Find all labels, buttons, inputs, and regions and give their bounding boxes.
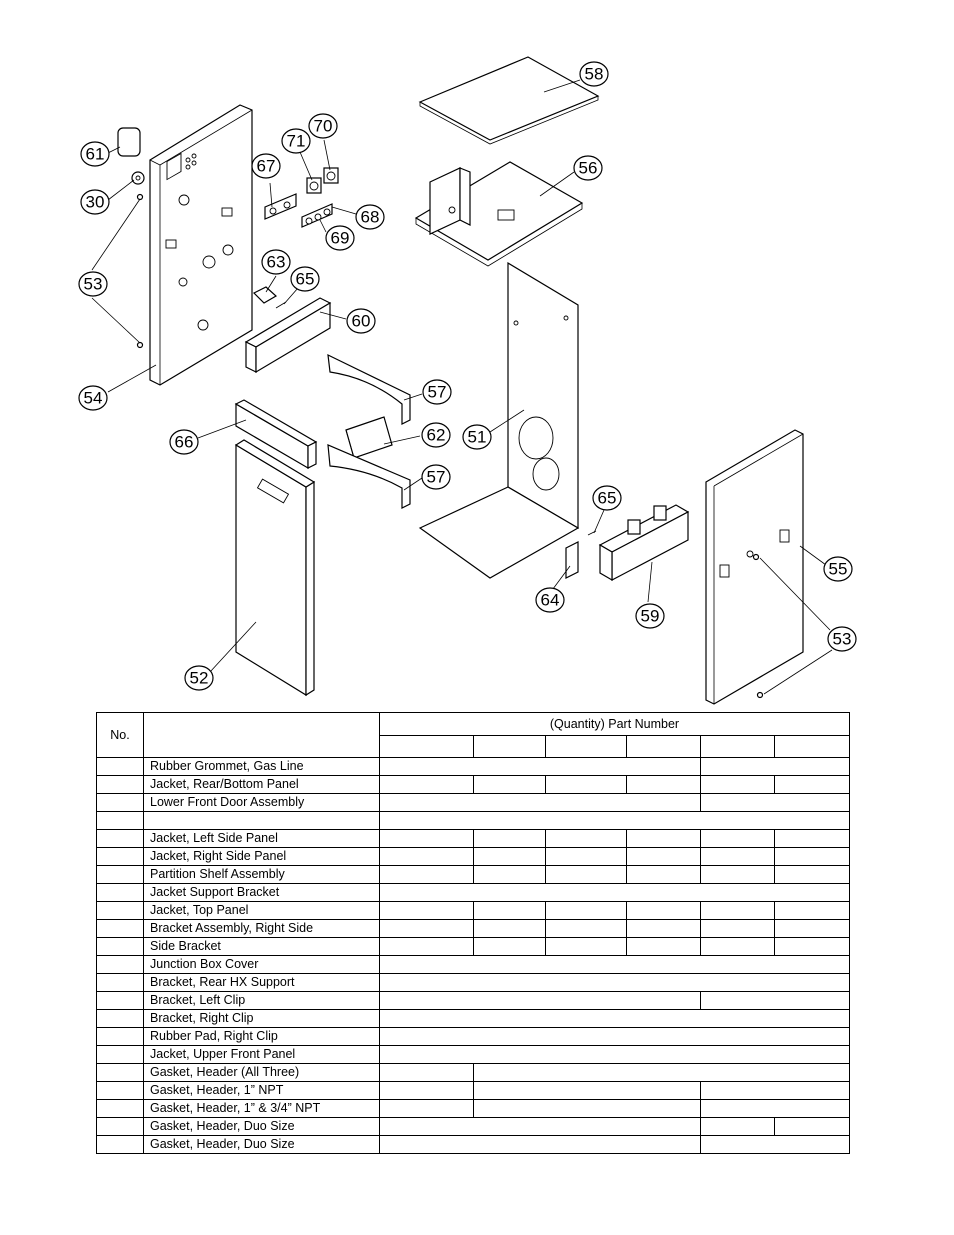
- svg-text:58: 58: [585, 65, 604, 84]
- part-66-upper-front-panel: [234, 399, 318, 470]
- callout-56: 56: [573, 155, 603, 181]
- part-54-rear-panel: [149, 104, 253, 386]
- svg-text:63: 63: [267, 253, 286, 272]
- svg-text:30: 30: [86, 193, 105, 212]
- svg-text:66: 66: [175, 433, 194, 452]
- table-row: Bracket, Right Clip: [96, 1009, 850, 1028]
- svg-text:62: 62: [427, 426, 446, 445]
- table-header-row: No. (Quantity) Part Number: [96, 712, 850, 758]
- part-55-right-side-panel: [705, 429, 804, 705]
- svg-text:71: 71: [287, 132, 306, 151]
- table-row: Partition Shelf Assembly: [96, 865, 850, 884]
- table-row: Jacket, Left Side Panel: [96, 829, 850, 848]
- svg-text:51: 51: [468, 428, 487, 447]
- callout-53-right: 53: [827, 626, 857, 652]
- svg-text:60: 60: [352, 312, 371, 331]
- table-row: Rubber Pad, Right Clip: [96, 1027, 850, 1046]
- table-row: Junction Box Cover: [96, 955, 850, 974]
- callout-57-lower: 57: [421, 464, 451, 490]
- exploded-parts-diagram: 61 30 53 54 67 71 70 68 69 63 65 60 57 6…: [78, 56, 857, 705]
- table-row: Bracket Assembly, Right Side: [96, 919, 850, 938]
- table-row: Jacket, Rear/Bottom Panel: [96, 775, 850, 794]
- gaskets-group: [264, 167, 339, 228]
- table-subheader-row: [97, 735, 850, 758]
- callout-54: 54: [78, 385, 108, 411]
- header-quantity-part-number: (Quantity) Part Number: [379, 712, 850, 736]
- svg-text:70: 70: [314, 117, 333, 136]
- part-57-clip-lower: [327, 444, 411, 509]
- callout-69: 69: [325, 225, 355, 251]
- part-62-junction-box-cover: [345, 416, 393, 459]
- svg-text:52: 52: [190, 669, 209, 688]
- part-59-bracket-assembly-right: [598, 504, 690, 582]
- svg-text:53: 53: [833, 630, 852, 649]
- callout-60: 60: [346, 308, 376, 334]
- table-row: Gasket, Header, Duo Size: [96, 1135, 850, 1154]
- svg-text:53: 53: [84, 275, 103, 294]
- callout-58: 58: [579, 61, 609, 87]
- svg-text:69: 69: [331, 229, 350, 248]
- callout-65-right: 65: [592, 485, 622, 511]
- table-row: Bracket, Rear HX Support: [96, 973, 850, 992]
- callout-53-left: 53: [78, 271, 108, 297]
- svg-text:55: 55: [829, 560, 848, 579]
- part-60-support-bracket: [244, 297, 332, 374]
- callout-62: 62: [421, 422, 451, 448]
- callout-52: 52: [184, 665, 214, 691]
- table-row: Gasket, Header, 1” & 3/4” NPT: [96, 1099, 850, 1118]
- callout-68: 68: [355, 204, 385, 230]
- svg-text:67: 67: [257, 157, 276, 176]
- part-61-cover: [117, 127, 141, 157]
- table-row: Lower Front Door Assembly: [96, 793, 850, 812]
- callout-65-left: 65: [290, 266, 320, 292]
- part-64-side-bracket: [565, 541, 579, 579]
- svg-text:68: 68: [361, 208, 380, 227]
- callout-71: 71: [281, 128, 311, 154]
- part-63-bracket: [252, 286, 278, 304]
- callout-61: 61: [80, 141, 110, 167]
- table-row: Jacket Support Bracket: [96, 883, 850, 902]
- table-row: Jacket, Upper Front Panel: [96, 1045, 850, 1064]
- svg-text:61: 61: [86, 145, 105, 164]
- callout-57-upper: 57: [422, 379, 452, 405]
- table-row: Side Bracket: [96, 937, 850, 956]
- table-row: Gasket, Header, Duo Size: [96, 1117, 850, 1136]
- part-58-top-panel: [418, 56, 600, 141]
- callout-59: 59: [635, 603, 665, 629]
- callout-66: 66: [169, 429, 199, 455]
- callout-67: 67: [251, 153, 281, 179]
- svg-text:65: 65: [296, 270, 315, 289]
- svg-text:64: 64: [541, 591, 560, 610]
- svg-text:59: 59: [641, 607, 660, 626]
- callout-70: 70: [308, 113, 338, 139]
- table-row: Jacket, Right Side Panel: [96, 847, 850, 866]
- table-row: Rubber Grommet, Gas Line: [96, 757, 850, 776]
- part-57-clip-upper: [327, 353, 411, 425]
- callout-55: 55: [823, 556, 853, 582]
- part-56-partition-shelf: [414, 161, 584, 267]
- callout-30: 30: [80, 189, 110, 215]
- header-no: No.: [96, 712, 144, 758]
- callout-63: 63: [261, 249, 291, 275]
- parts-table: No. (Quantity) Part Number Rubber Gromme…: [96, 712, 850, 1154]
- header-description: [143, 712, 380, 758]
- table-row: Gasket, Header, 1” NPT: [96, 1081, 850, 1100]
- table-row: [96, 811, 850, 830]
- part-52-lower-front-door: [234, 439, 316, 697]
- svg-text:57: 57: [428, 383, 447, 402]
- callout-64: 64: [535, 587, 565, 613]
- table-row: Jacket, Top Panel: [96, 901, 850, 920]
- svg-text:54: 54: [84, 389, 103, 408]
- part-51-left-side-panel: [418, 261, 580, 579]
- callout-51: 51: [462, 424, 492, 450]
- svg-text:57: 57: [427, 468, 446, 487]
- svg-text:56: 56: [579, 159, 598, 178]
- table-row: Bracket, Left Clip: [96, 991, 850, 1010]
- table-row: Gasket, Header (All Three): [96, 1063, 850, 1082]
- svg-text:65: 65: [598, 489, 617, 508]
